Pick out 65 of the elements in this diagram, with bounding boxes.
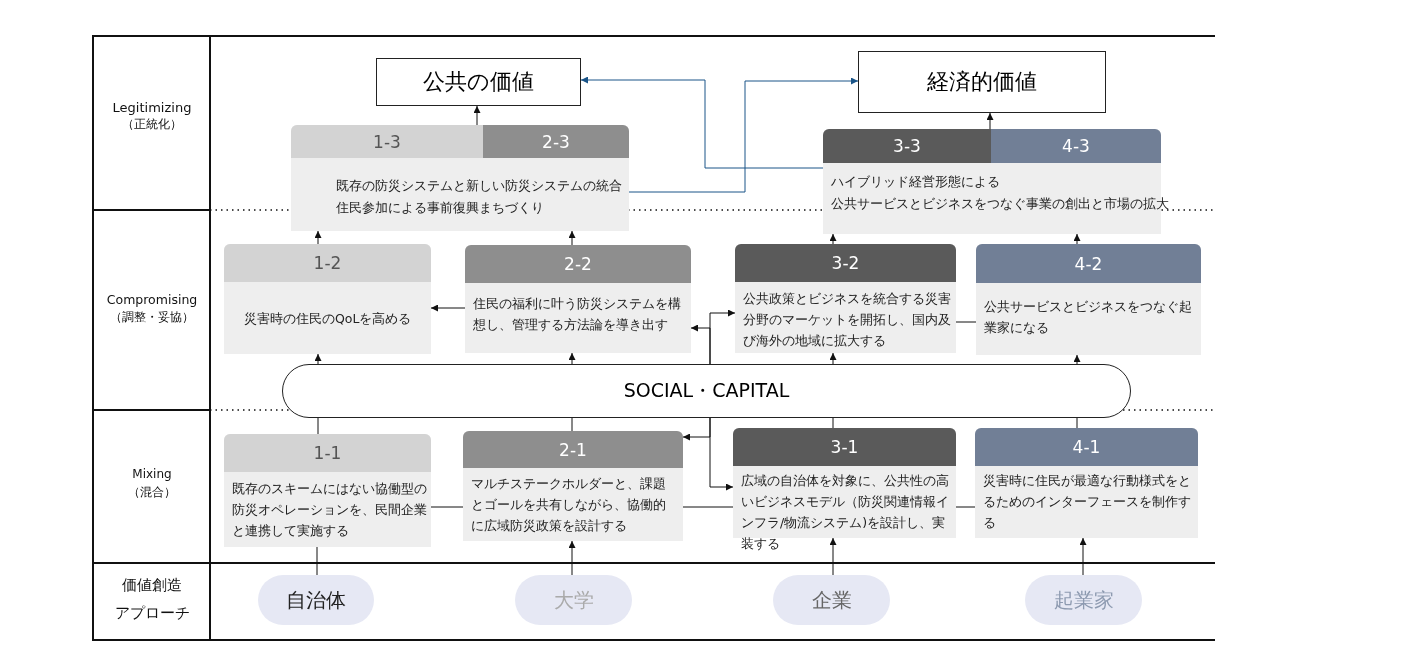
- card-text: 公共サービスとビジネスをつなぐ事業の創出と市場の拡大: [831, 195, 1169, 213]
- card-text: ハイブリッド経営形態による: [831, 173, 1000, 191]
- arrow: [709, 309, 736, 365]
- card-text: 公共サービスとビジネスをつなぐ起業家になる: [984, 298, 1193, 337]
- arrow: [1079, 537, 1087, 576]
- rounded-band: SOCIAL・CAPITAL: [282, 364, 1131, 418]
- arrow: [430, 304, 466, 312]
- row-label: Legitimizing: [112, 100, 192, 115]
- arrow: [829, 352, 837, 365]
- card-text: 公共政策とビジネスを統合する災害分野のマーケットを開拓し、国内及び海外の地域に拡大する: [743, 290, 952, 350]
- card-header: 4-2: [976, 244, 1201, 283]
- card-text: 災害時に住民が最適な行動様式をとるためのインターフェースを制作する: [983, 472, 1192, 532]
- card: [291, 125, 629, 231]
- pill-label: 自治体: [258, 575, 374, 625]
- card: [735, 244, 956, 353]
- pill-label: 大学: [515, 575, 632, 625]
- card-text: 既存のスキームにはない協働型の防災オペレーションを、民間企業と連携して実施する: [232, 480, 427, 540]
- card-header: 1-1: [224, 434, 431, 472]
- pill-label: 起業家: [1025, 575, 1142, 625]
- card-text: マルチステークホルダーと、課題とゴールを共有しながら、協働的に広域防災政策を設計する: [471, 475, 667, 535]
- card-header: 4-1: [975, 428, 1198, 466]
- arrow: [568, 540, 576, 576]
- arrow: [829, 537, 837, 576]
- card-header: 1-2: [224, 244, 431, 282]
- arrow: [314, 230, 322, 245]
- row-label: （正統化）: [122, 116, 182, 133]
- card-text: 既存の防災システムと新しい防災システムの統合: [336, 177, 622, 195]
- arrow: [568, 352, 576, 365]
- arrow: [580, 76, 824, 169]
- value-box: 公共の価値: [376, 58, 581, 106]
- arrow: [829, 233, 837, 245]
- arrow: [314, 353, 322, 365]
- card-text: 災害時の住民のQoLを高める: [244, 310, 413, 328]
- row-label: 価値創造: [122, 576, 182, 595]
- card-header: 2-3: [483, 125, 629, 158]
- row-label: アプローチ: [114, 604, 190, 623]
- card-text: 広域の自治体を対象に、公共性の高いビジネスモデル（防災関連情報インフラ/物流システム)を設計し、実装する: [741, 472, 950, 553]
- row-label: Mixing: [132, 467, 172, 481]
- arrow: [1073, 233, 1081, 245]
- card-header: 2-2: [465, 245, 691, 283]
- card-header: 3-3: [823, 129, 991, 163]
- arrow: [628, 77, 859, 193]
- card: [976, 244, 1201, 355]
- card-header: 3-1: [733, 428, 956, 466]
- card: [465, 245, 691, 353]
- card: [463, 431, 683, 541]
- card-header: 2-1: [463, 431, 683, 468]
- card-text: 住民参加による事前復興まちづくり: [336, 199, 544, 217]
- card-text: 住民の福利に叶う防災システムを構想し、管理する方法論を導き出す: [473, 295, 682, 334]
- arrow: [568, 230, 576, 246]
- row-label: （調整・妥協）: [110, 309, 194, 326]
- row-label: （混合）: [128, 484, 176, 501]
- card: [975, 428, 1198, 538]
- arrow: [709, 417, 734, 491]
- arrow: [473, 105, 481, 126]
- card-header: 4-3: [991, 129, 1161, 163]
- arrow: [986, 112, 994, 130]
- card: [224, 434, 431, 547]
- arrow: [1073, 354, 1081, 365]
- card-header: 1-3: [291, 125, 483, 158]
- card: [224, 244, 431, 354]
- row-label: Compromising: [106, 292, 198, 307]
- card-header: 3-2: [735, 244, 956, 282]
- pill-label: 企業: [773, 575, 890, 625]
- value-box: 経済的価値: [858, 51, 1106, 113]
